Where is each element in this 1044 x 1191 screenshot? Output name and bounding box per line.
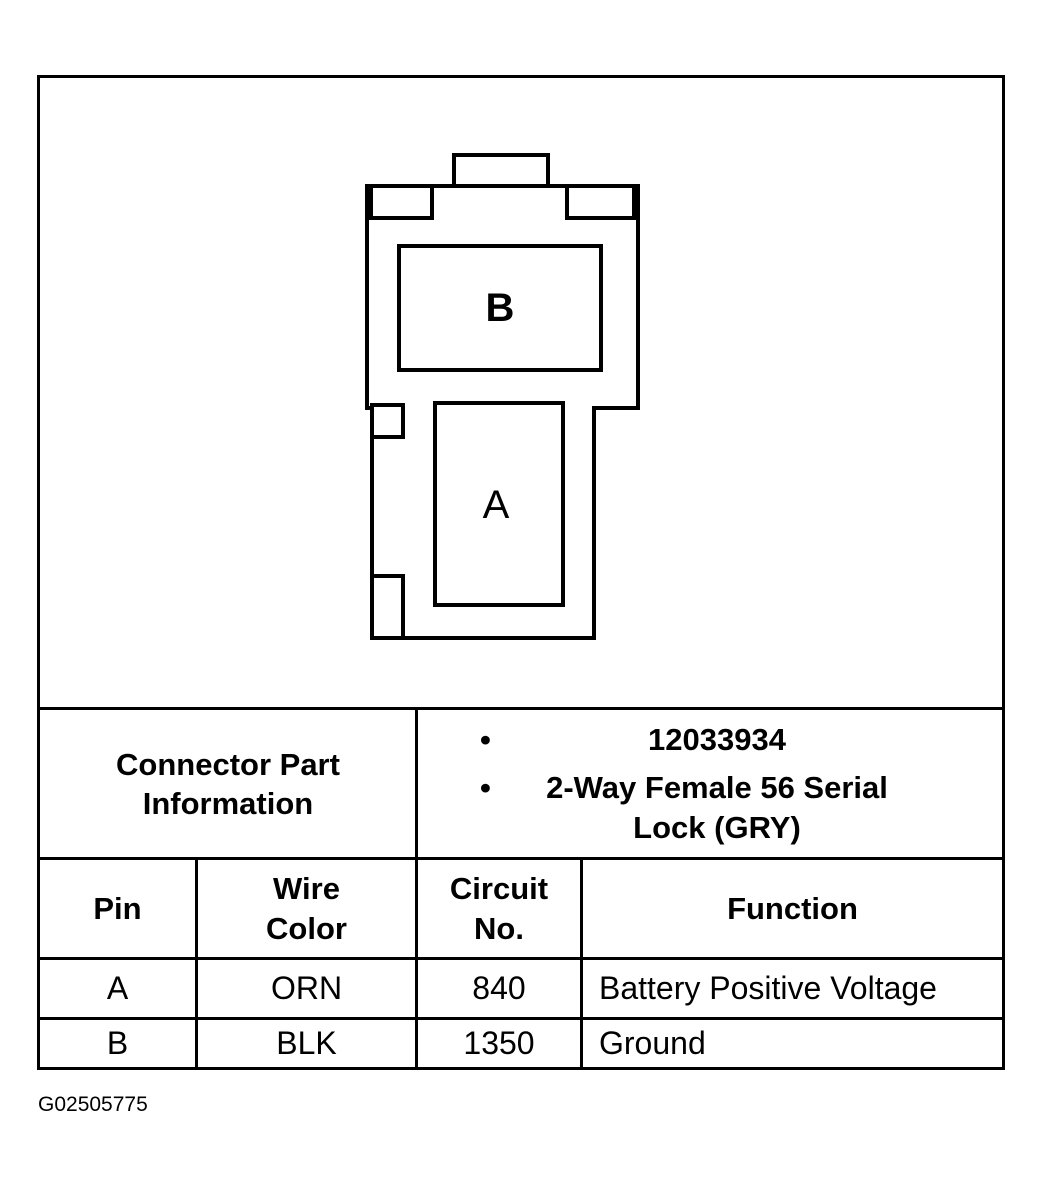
pin-b-label: B (486, 286, 515, 330)
connector-housing (365, 184, 640, 640)
cavity-a (433, 401, 565, 607)
row-a-pin: A (106, 970, 129, 1006)
header-function: Function (727, 890, 858, 926)
header-pin: Pin (93, 890, 142, 926)
left-notch (369, 186, 434, 220)
part-info-details: 12033934 2-Way Female 56 Serial Lock (GR… (418, 710, 1002, 858)
part-description: 2-Way Female 56 Serial Lock (GRY) (480, 768, 920, 848)
side-key-upper (370, 403, 405, 439)
part-info-label: Connector Part Information (116, 747, 340, 821)
latch-tab (452, 153, 550, 186)
row-a-function: Battery Positive Voltage (599, 970, 937, 1006)
row-a-circuit: 840 (472, 970, 526, 1006)
part-number: 12033934 (480, 720, 920, 760)
row-b-circuit: 1350 (463, 1025, 535, 1061)
divider-diagram (40, 707, 1002, 710)
row-b-pin: B (106, 1025, 129, 1061)
row-b-function: Ground (599, 1025, 706, 1061)
divider-table-header (40, 957, 1002, 960)
header-wire-color: Wire Color (266, 870, 347, 946)
connector-info-frame: B A Connector Part Information 12033934 … (37, 75, 1005, 1070)
figure-code: G02505775 (38, 1093, 148, 1116)
header-circuit-no: Circuit No. (449, 870, 549, 946)
right-notch (565, 186, 636, 220)
row-b-wire-color: BLK (276, 1025, 337, 1061)
pin-a-label: A (483, 483, 510, 527)
divider-row-a (40, 1017, 1002, 1020)
divider-col-3 (580, 858, 583, 1067)
connector-outline: B A (365, 153, 640, 640)
divider-part-info (40, 857, 1002, 860)
divider-col-1 (195, 858, 198, 1067)
connector-face-diagram: B A (40, 78, 1002, 708)
cavity-b (397, 244, 603, 372)
side-key-lower (370, 574, 405, 640)
divider-col-2 (415, 708, 418, 1067)
row-a-wire-color: ORN (270, 970, 343, 1006)
